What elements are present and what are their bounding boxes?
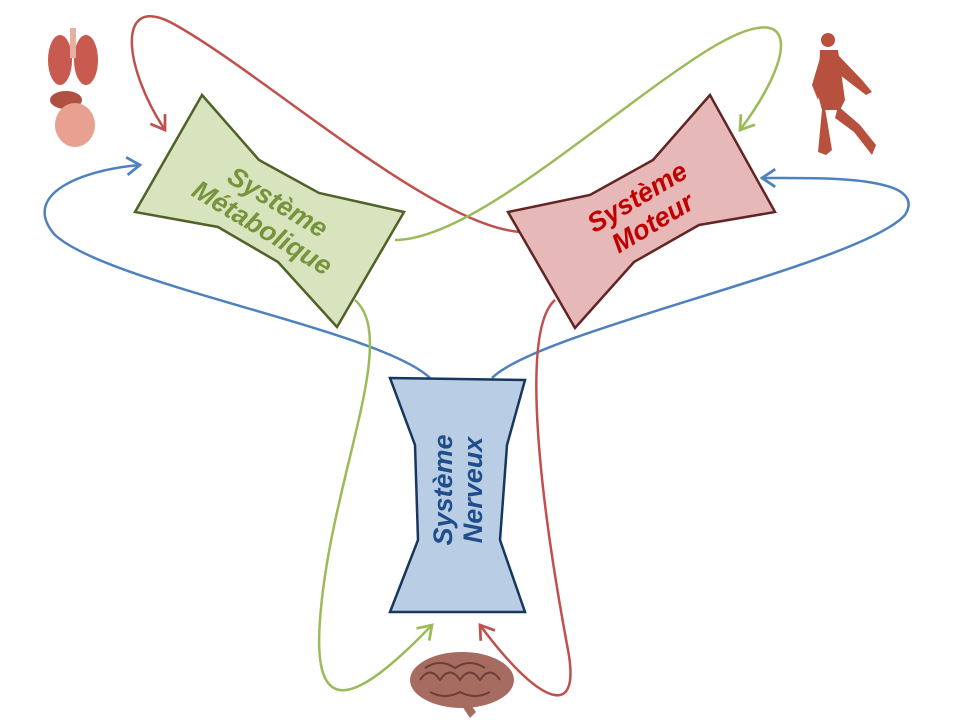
brain-icon (410, 652, 514, 718)
motor-system-shape (506, 92, 777, 331)
nervous-line2: Nerveux (458, 436, 488, 544)
metabolic-system-shape (133, 92, 406, 330)
nervous-line1: Système (428, 434, 458, 546)
arrow-nervous-to-motor (491, 168, 910, 379)
arrow-nervous-to-metabolic (43, 156, 431, 379)
organs-icon (48, 28, 98, 147)
arrow-metabolic-to-nervous (317, 299, 434, 692)
nervous-system-label: Système Nerveux (428, 390, 488, 590)
arrow-motor-to-nervous (478, 299, 572, 697)
muscle-man-icon (812, 33, 876, 155)
nervous-system-shape (388, 376, 527, 614)
arrow-metabolic-to-motor (394, 26, 783, 242)
arrow-motor-to-metabolic (130, 15, 521, 234)
